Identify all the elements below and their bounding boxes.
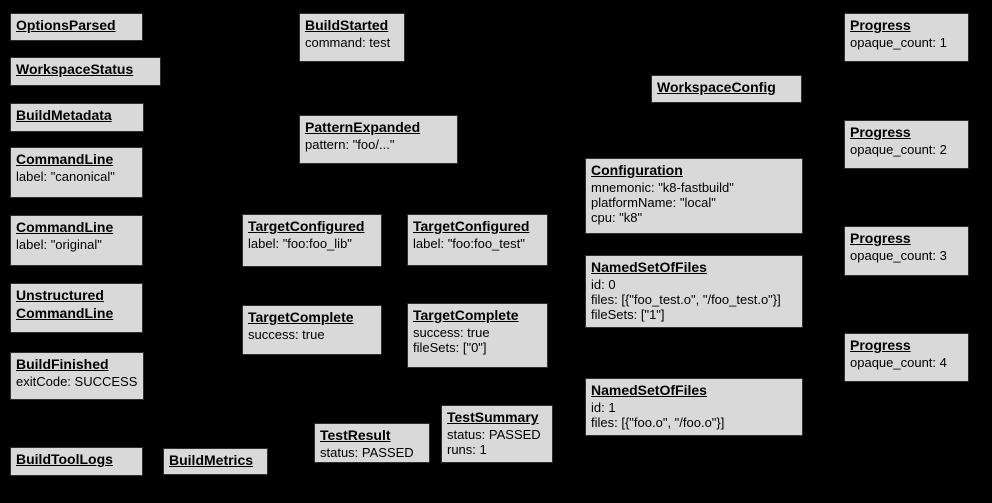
event-title: BuildStarted [305, 17, 389, 33]
event-field: platformName: "local" [591, 194, 716, 210]
event-title: WorkspaceConfig [657, 79, 776, 95]
event-field: opaque_count: 1 [850, 34, 947, 50]
event-box-unstructured-command-line: Unstructured CommandLine [10, 283, 143, 333]
event-box-build-metrics: BuildMetrics [163, 448, 268, 475]
event-field: files: [{"foo_test.o", "/foo_test.o"}] [591, 291, 781, 307]
event-field: status: PASSED [320, 444, 414, 460]
event-field: label: "canonical" [16, 168, 115, 184]
event-box-build-metadata: BuildMetadata [10, 103, 144, 132]
event-field: success: true [413, 324, 490, 340]
event-box-named-set-of-files-0: NamedSetOfFiles id: 0 files: [{"foo_test… [585, 255, 803, 328]
event-field: opaque_count: 4 [850, 354, 947, 370]
event-title: TargetComplete [413, 307, 519, 323]
event-title: CommandLine [16, 219, 114, 235]
event-title: NamedSetOfFiles [591, 259, 707, 275]
event-box-workspace-status: WorkspaceStatus [10, 57, 161, 86]
event-field: cpu: "k8" [591, 210, 643, 226]
event-box-progress-2: Progress opaque_count: 2 [844, 120, 969, 169]
event-box-command-line-original: CommandLine label: "original" [10, 215, 143, 266]
event-box-progress-3: Progress opaque_count: 3 [844, 226, 969, 276]
event-title: BuildFinished [16, 356, 109, 372]
event-title: BuildMetadata [16, 107, 112, 123]
event-field: exitCode: SUCCESS [16, 373, 138, 389]
event-field: label: "foo:foo_lib" [248, 235, 352, 251]
event-field: fileSets: ["1"] [591, 307, 665, 323]
event-box-build-tool-logs: BuildToolLogs [10, 447, 143, 476]
event-title: BuildToolLogs [16, 451, 113, 467]
event-field: command: test [305, 34, 391, 50]
event-box-progress-1: Progress opaque_count: 1 [844, 13, 969, 62]
event-field: opaque_count: 3 [850, 247, 947, 263]
event-title: NamedSetOfFiles [591, 382, 707, 398]
event-box-command-line-canonical: CommandLine label: "canonical" [10, 147, 143, 198]
event-box-target-complete-foo-lib: TargetComplete success: true [242, 305, 382, 355]
event-title: TargetComplete [248, 309, 354, 325]
event-field: label: "foo:foo_test" [413, 235, 525, 251]
event-field: files: [{"foo.o", "/foo.o"}] [591, 414, 725, 430]
event-title: PatternExpanded [305, 119, 421, 135]
event-field: id: 0 [591, 276, 616, 292]
event-box-progress-4: Progress opaque_count: 4 [844, 333, 969, 382]
event-field: opaque_count: 2 [850, 141, 947, 157]
event-title: TargetConfigured [413, 218, 530, 234]
event-title: TestSummary [447, 409, 539, 425]
event-field: id: 1 [591, 399, 616, 415]
event-box-named-set-of-files-1: NamedSetOfFiles id: 1 files: [{"foo.o", … [585, 378, 803, 436]
event-field: status: PASSED [447, 426, 541, 442]
event-box-workspace-config: WorkspaceConfig [651, 75, 802, 103]
event-box-options-parsed: OptionsParsed [10, 13, 143, 41]
event-box-test-summary: TestSummary status: PASSED runs: 1 [441, 405, 553, 463]
event-field: runs: 1 [447, 441, 487, 457]
event-box-build-started: BuildStarted command: test [299, 13, 405, 62]
event-field: label: "original" [16, 236, 102, 252]
event-box-target-complete-foo-test: TargetComplete success: true fileSets: [… [407, 303, 548, 368]
event-title: TestResult [320, 427, 391, 443]
event-title: CommandLine [16, 151, 114, 167]
event-title: Unstructured CommandLine [16, 287, 114, 321]
event-box-test-result: TestResult status: PASSED [314, 423, 430, 463]
event-field: mnemonic: "k8-fastbuild" [591, 179, 734, 195]
event-title: Progress [850, 230, 911, 246]
event-title: Configuration [591, 162, 683, 178]
event-box-target-configured-foo-test: TargetConfigured label: "foo:foo_test" [407, 214, 548, 266]
event-field: pattern: "foo/..." [305, 136, 395, 152]
event-title: Progress [850, 17, 911, 33]
event-title: Progress [850, 337, 911, 353]
event-box-configuration: Configuration mnemonic: "k8-fastbuild" p… [585, 158, 803, 234]
event-title: BuildMetrics [169, 452, 254, 468]
event-title: Progress [850, 124, 911, 140]
event-title: OptionsParsed [16, 17, 116, 33]
event-title: TargetConfigured [248, 218, 365, 234]
event-title: WorkspaceStatus [16, 61, 134, 77]
event-field: fileSets: ["0"] [413, 339, 487, 355]
event-box-target-configured-foo-lib: TargetConfigured label: "foo:foo_lib" [242, 214, 382, 267]
event-box-pattern-expanded: PatternExpanded pattern: "foo/..." [299, 115, 458, 164]
event-box-build-finished: BuildFinished exitCode: SUCCESS [10, 352, 144, 400]
event-field: success: true [248, 326, 325, 342]
